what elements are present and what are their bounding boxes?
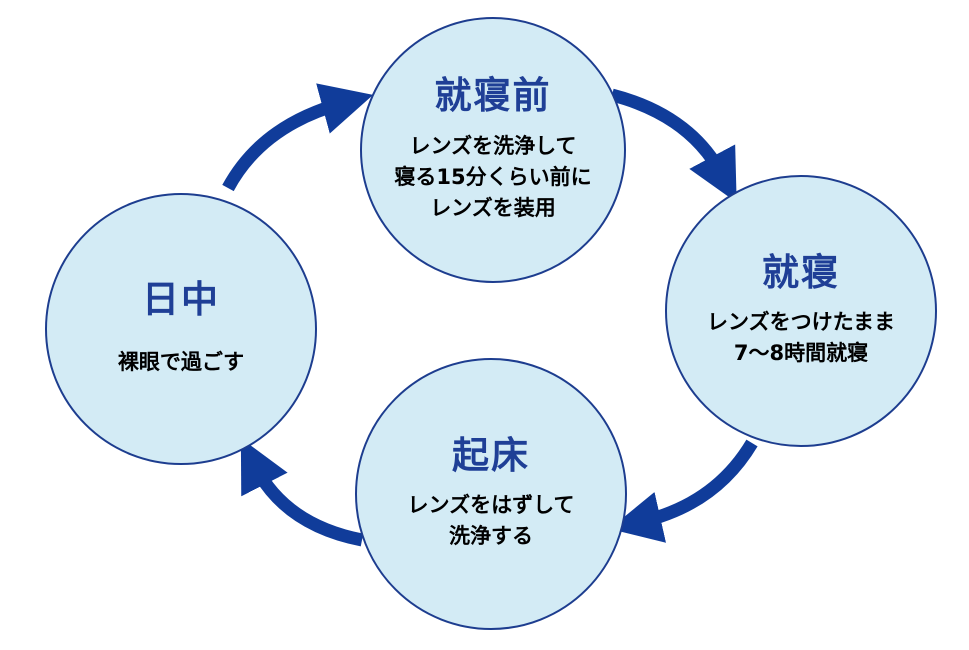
arrow-wake-to-day: [240, 438, 364, 547]
bedtime-title: 就寝前: [434, 74, 552, 118]
arrow-sleep-to-wake: [609, 439, 758, 543]
sleep-title: 就寝: [762, 250, 840, 294]
sleep-node: 就寝 レンズをつけたまま 7〜8時間就寝: [665, 175, 937, 447]
arrow-bedtime-to-sleep: [610, 88, 737, 203]
bedtime-description: レンズを洗浄して 寝る15分くらい前に レンズを装用: [394, 133, 592, 220]
day-node: 日中 裸眼で過ごす: [45, 193, 317, 465]
wake-title: 起床: [452, 433, 530, 477]
wake-description: レンズをはずして 洗浄する: [407, 493, 575, 549]
day-description: 裸眼で過ごす: [117, 349, 245, 374]
sleep-description: レンズをつけたまま 7〜8時間就寝: [707, 310, 895, 366]
bedtime-node: 就寝前 レンズを洗浄して 寝る15分くらい前に レンズを装用: [360, 17, 626, 283]
wake-node: 起床 レンズをはずして 洗浄する: [355, 358, 627, 630]
day-title: 日中: [142, 278, 220, 322]
arrow-day-to-bedtime: [222, 83, 374, 192]
